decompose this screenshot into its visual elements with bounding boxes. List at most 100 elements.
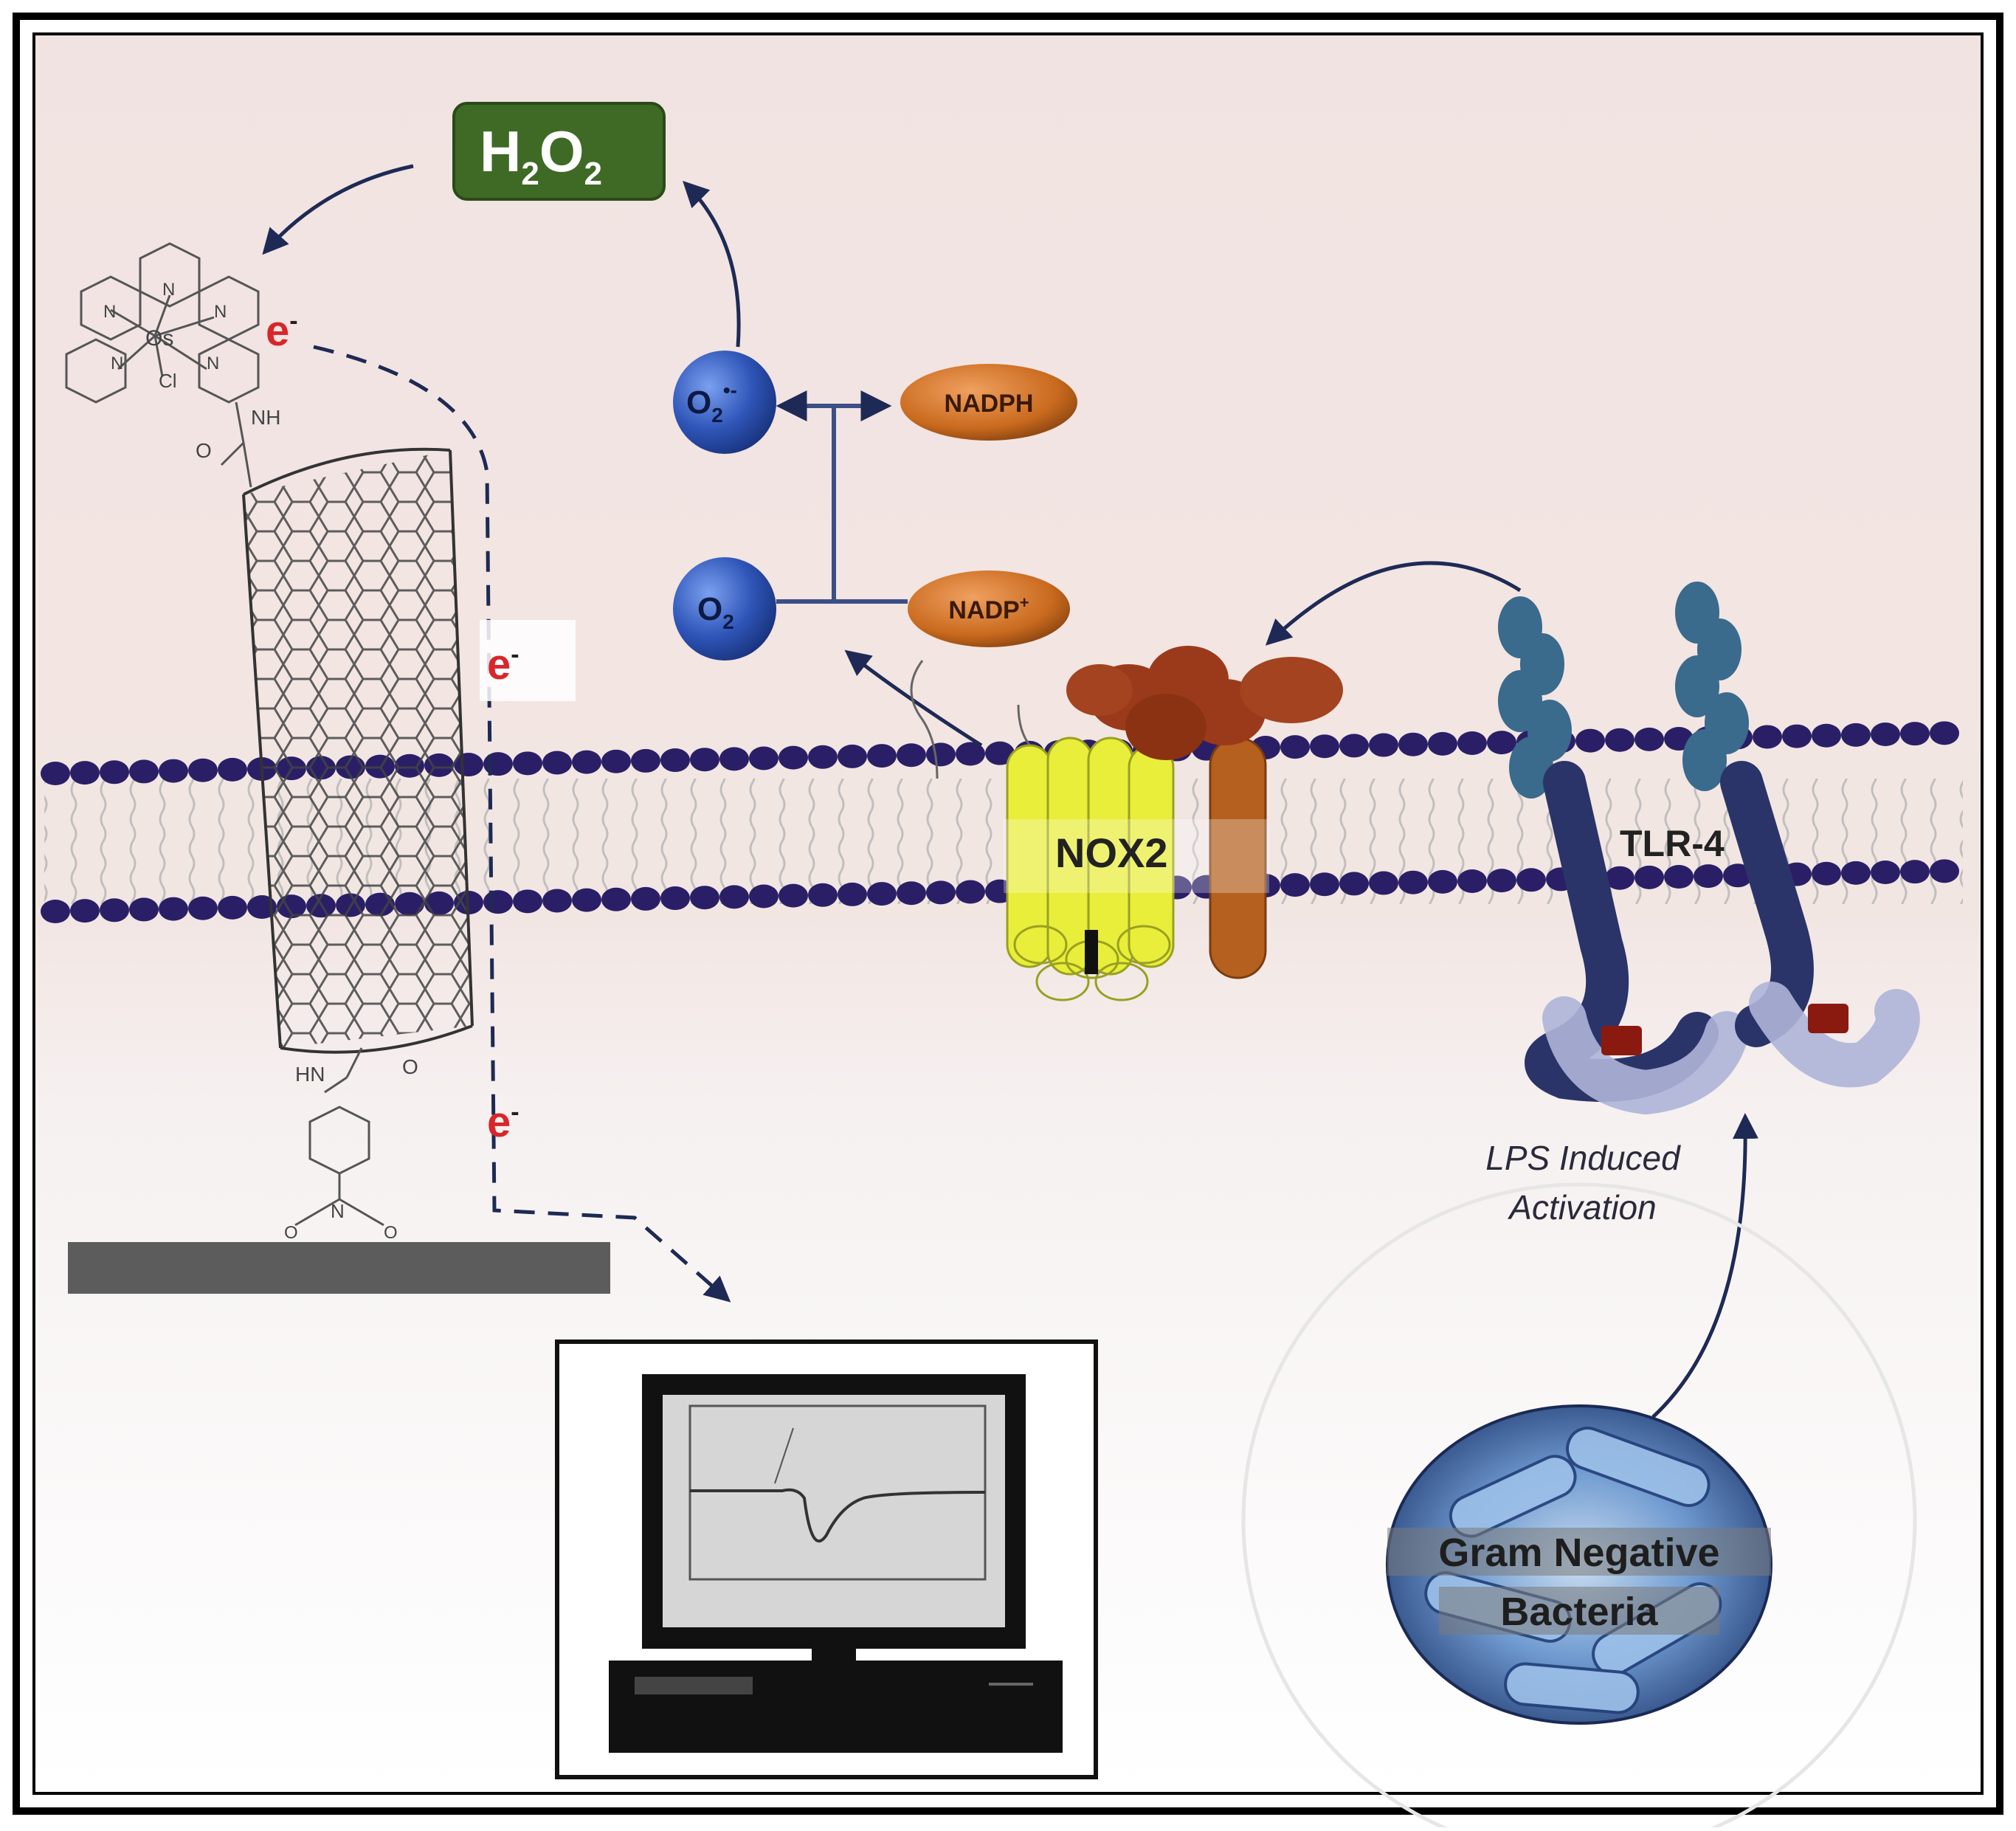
membrane-head-bottom bbox=[1664, 865, 1694, 889]
osmium-complex bbox=[65, 242, 260, 488]
bacteria-label-line1: Gram Negative bbox=[1438, 1531, 1719, 1575]
nadph-oval bbox=[900, 364, 1077, 441]
plot-annotation-line bbox=[774, 1427, 794, 1484]
membrane-head-bottom bbox=[1487, 869, 1516, 893]
membrane-head-bottom bbox=[1871, 861, 1900, 885]
linker-molecule bbox=[294, 1047, 384, 1227]
tlr4-receptor-right bbox=[1675, 582, 1920, 1088]
membrane-head-bottom bbox=[1428, 869, 1457, 894]
membrane-head-top bbox=[690, 748, 719, 772]
membrane-head-top bbox=[719, 747, 749, 771]
membrane-head-top bbox=[1871, 723, 1900, 747]
membrane-head-top bbox=[41, 762, 70, 785]
superoxide-ball bbox=[673, 351, 776, 454]
carbon-nanotube bbox=[242, 447, 474, 1054]
membrane-head-bottom bbox=[572, 888, 601, 912]
membrane-head-bottom bbox=[1369, 871, 1398, 895]
membrane-head-top bbox=[838, 744, 867, 768]
membrane-head-top bbox=[1841, 723, 1871, 747]
membrane-head-top bbox=[779, 745, 808, 770]
membrane-head-bottom bbox=[513, 889, 542, 914]
lps-label-line2: Activation bbox=[1507, 1188, 1656, 1227]
computer-base bbox=[609, 1661, 1063, 1753]
membrane-head-bottom bbox=[956, 880, 985, 904]
membrane-head-bottom bbox=[1310, 872, 1339, 897]
lps-label-line1: LPS Induced bbox=[1485, 1139, 1681, 1177]
bacteria-label-line2: Bacteria bbox=[1500, 1590, 1658, 1634]
membrane-head-bottom bbox=[1900, 860, 1930, 884]
membrane-head-top bbox=[1339, 734, 1369, 758]
electron-3: e- bbox=[487, 1098, 519, 1146]
membrane-head-bottom bbox=[483, 890, 513, 914]
electron-2-bg bbox=[480, 620, 576, 701]
redox-bracket bbox=[776, 390, 908, 604]
membrane-head-top bbox=[1575, 728, 1605, 753]
h2o2-label: H2O2 bbox=[480, 119, 602, 192]
membrane-head-top bbox=[601, 749, 631, 773]
membrane-head-top bbox=[926, 742, 956, 767]
membrane-head-top bbox=[660, 748, 690, 773]
membrane-head-top bbox=[1753, 725, 1782, 749]
electron-path bbox=[313, 345, 731, 1303]
membrane-head-bottom bbox=[749, 884, 779, 908]
membrane-head-bottom bbox=[779, 883, 808, 908]
membrane-head-top bbox=[1605, 728, 1634, 752]
o-label-bottom: O bbox=[402, 1055, 418, 1078]
tlr4-receptor-left bbox=[1498, 596, 1749, 1115]
bacteria-halo bbox=[1241, 1182, 1917, 1831]
membrane-head-bottom bbox=[70, 899, 100, 923]
membrane-head-bottom bbox=[41, 900, 70, 923]
membrane-head-bottom bbox=[601, 887, 631, 911]
membrane-head-bottom bbox=[1457, 869, 1487, 893]
membrane-head-bottom bbox=[1723, 863, 1753, 888]
n-label-2: N bbox=[162, 280, 175, 300]
nadp-label: NADP+ bbox=[948, 593, 1029, 624]
membrane-head-top bbox=[631, 748, 660, 773]
membrane-head-bottom bbox=[1694, 864, 1723, 889]
membrane-head-top bbox=[572, 750, 601, 774]
membrane-head-bottom bbox=[1398, 870, 1428, 894]
inner-frame bbox=[32, 32, 1984, 1795]
tlr4-label: TLR-4 bbox=[1620, 823, 1725, 864]
membrane-head-top bbox=[70, 761, 100, 785]
membrane-head-top bbox=[129, 759, 159, 784]
membrane-head-top bbox=[100, 760, 129, 785]
n-label-3: N bbox=[214, 302, 227, 322]
oxygen-ball bbox=[673, 557, 776, 661]
nox2-label: NOX2 bbox=[1055, 830, 1168, 876]
nh-label-top: NH bbox=[251, 406, 280, 429]
membrane-head-top bbox=[1310, 734, 1339, 759]
electron-2: e- bbox=[487, 641, 519, 689]
membrane-head-top bbox=[159, 759, 188, 783]
membrane-head-bottom bbox=[631, 886, 660, 911]
membrane-head-bottom bbox=[808, 883, 838, 907]
membrane-head-top bbox=[1369, 733, 1398, 757]
membrane-head-top bbox=[1930, 721, 1959, 745]
membrane-head-top bbox=[218, 757, 247, 782]
membrane-head-top bbox=[542, 751, 572, 775]
electrode bbox=[68, 1242, 610, 1294]
arrow-bacteria-to-tlr4 bbox=[1651, 1113, 1758, 1418]
membrane-head-top bbox=[808, 745, 838, 769]
membrane-head-top bbox=[749, 746, 779, 770]
membrane-head-top bbox=[1457, 731, 1487, 755]
membrane-head-bottom bbox=[129, 897, 159, 922]
membrane-head-bottom bbox=[1605, 866, 1634, 890]
membrane-head-bottom bbox=[897, 881, 926, 906]
electron-1: e- bbox=[266, 307, 298, 355]
membrane-head-top bbox=[1280, 735, 1310, 759]
arrow-superoxide-to-h2o2 bbox=[683, 181, 741, 348]
membrane-head-bottom bbox=[660, 886, 690, 911]
bacteria-band-2 bbox=[1439, 1587, 1719, 1635]
membrane-head-top bbox=[1900, 722, 1930, 746]
membrane-head-top bbox=[897, 743, 926, 768]
membrane-head-bottom bbox=[218, 895, 247, 920]
membrane-head-bottom bbox=[1841, 861, 1871, 885]
voltammogram-trace bbox=[690, 1488, 986, 1543]
bacteria-band-1 bbox=[1387, 1528, 1771, 1576]
nox2-tail-1 bbox=[910, 660, 939, 779]
os-label: Os bbox=[145, 326, 173, 351]
membrane-head-bottom bbox=[159, 897, 188, 921]
o-label-top: O bbox=[196, 439, 212, 462]
